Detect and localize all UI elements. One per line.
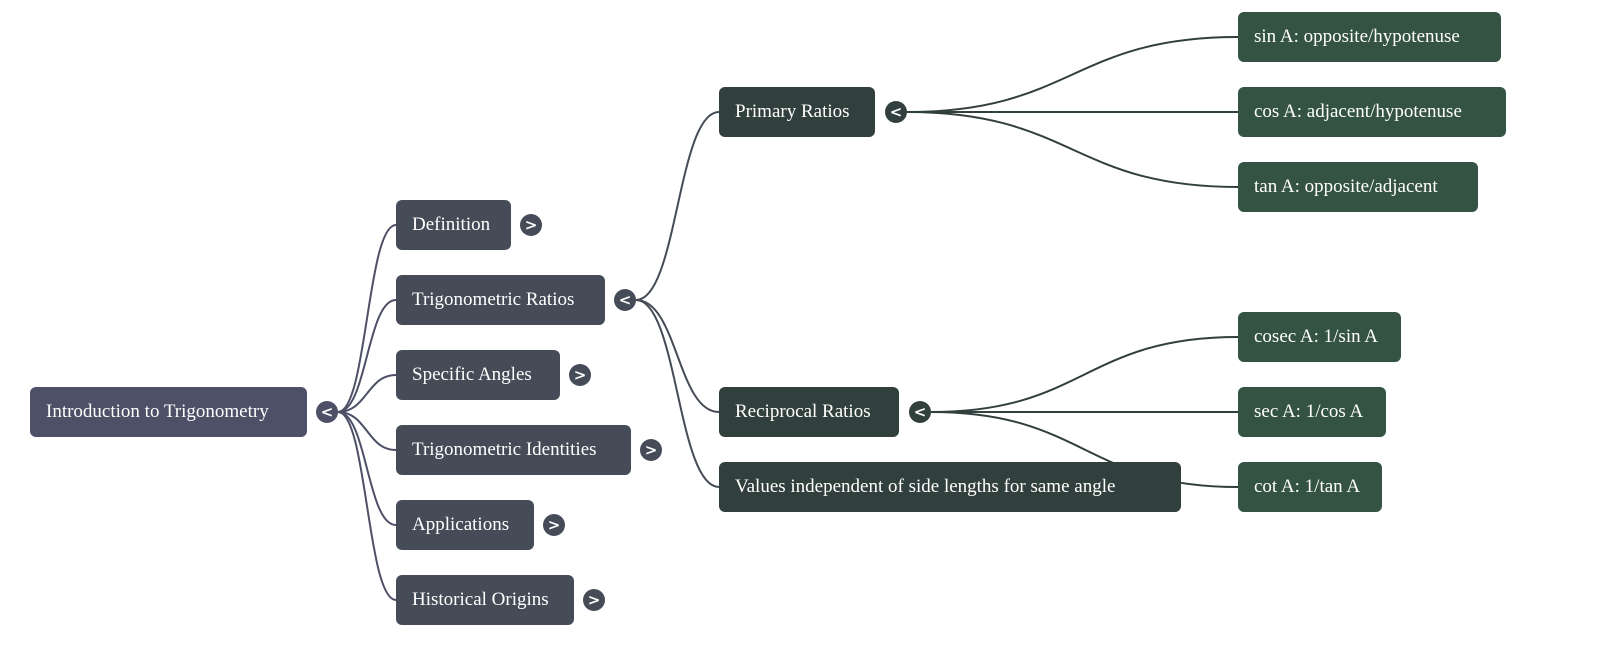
- collapse-toggle-icon[interactable]: <: [316, 401, 338, 423]
- edge-root-to-child: [337, 411, 397, 526]
- node-applications[interactable]: Applications: [396, 500, 534, 550]
- edge-ratios-to-child: [635, 299, 720, 488]
- expand-toggle-icon[interactable]: >: [640, 439, 662, 461]
- edge-root-to-child: [337, 411, 397, 451]
- edge-root-to-child: [337, 374, 397, 413]
- edge-ratios-to-child: [635, 299, 720, 413]
- collapse-toggle-icon[interactable]: <: [909, 401, 931, 423]
- node-sec[interactable]: sec A: 1/cos A: [1238, 387, 1386, 437]
- root-node[interactable]: Introduction to Trigonometry: [30, 387, 307, 437]
- node-definition[interactable]: Definition: [396, 200, 511, 250]
- node-cot[interactable]: cot A: 1/tan A: [1238, 462, 1382, 512]
- expand-toggle-icon[interactable]: >: [569, 364, 591, 386]
- node-values-independent[interactable]: Values independent of side lengths for s…: [719, 462, 1181, 512]
- node-tan[interactable]: tan A: opposite/adjacent: [1238, 162, 1478, 212]
- node-sin[interactable]: sin A: opposite/hypotenuse: [1238, 12, 1501, 62]
- node-trigonometric-identities[interactable]: Trigonometric Identities: [396, 425, 631, 475]
- edge-root-to-child: [337, 224, 397, 413]
- node-trigonometric-ratios[interactable]: Trigonometric Ratios: [396, 275, 605, 325]
- expand-toggle-icon[interactable]: >: [520, 214, 542, 236]
- node-cosec[interactable]: cosec A: 1/sin A: [1238, 312, 1401, 362]
- node-primary-ratios[interactable]: Primary Ratios: [719, 87, 875, 137]
- edge-reciprocal-to-child: [930, 411, 1239, 488]
- collapse-toggle-icon[interactable]: <: [885, 101, 907, 123]
- node-cos[interactable]: cos A: adjacent/hypotenuse: [1238, 87, 1506, 137]
- expand-toggle-icon[interactable]: >: [543, 514, 565, 536]
- edge-root-to-child: [337, 411, 397, 601]
- edge-primary-to-child: [906, 111, 1239, 188]
- edge-primary-to-child: [906, 36, 1239, 113]
- node-historical-origins[interactable]: Historical Origins: [396, 575, 574, 625]
- edge-root-to-child: [337, 299, 397, 413]
- collapse-toggle-icon[interactable]: <: [614, 289, 636, 311]
- edge-reciprocal-to-child: [930, 336, 1239, 413]
- edge-ratios-to-child: [635, 111, 720, 301]
- node-reciprocal-ratios[interactable]: Reciprocal Ratios: [719, 387, 899, 437]
- node-specific-angles[interactable]: Specific Angles: [396, 350, 560, 400]
- expand-toggle-icon[interactable]: >: [583, 589, 605, 611]
